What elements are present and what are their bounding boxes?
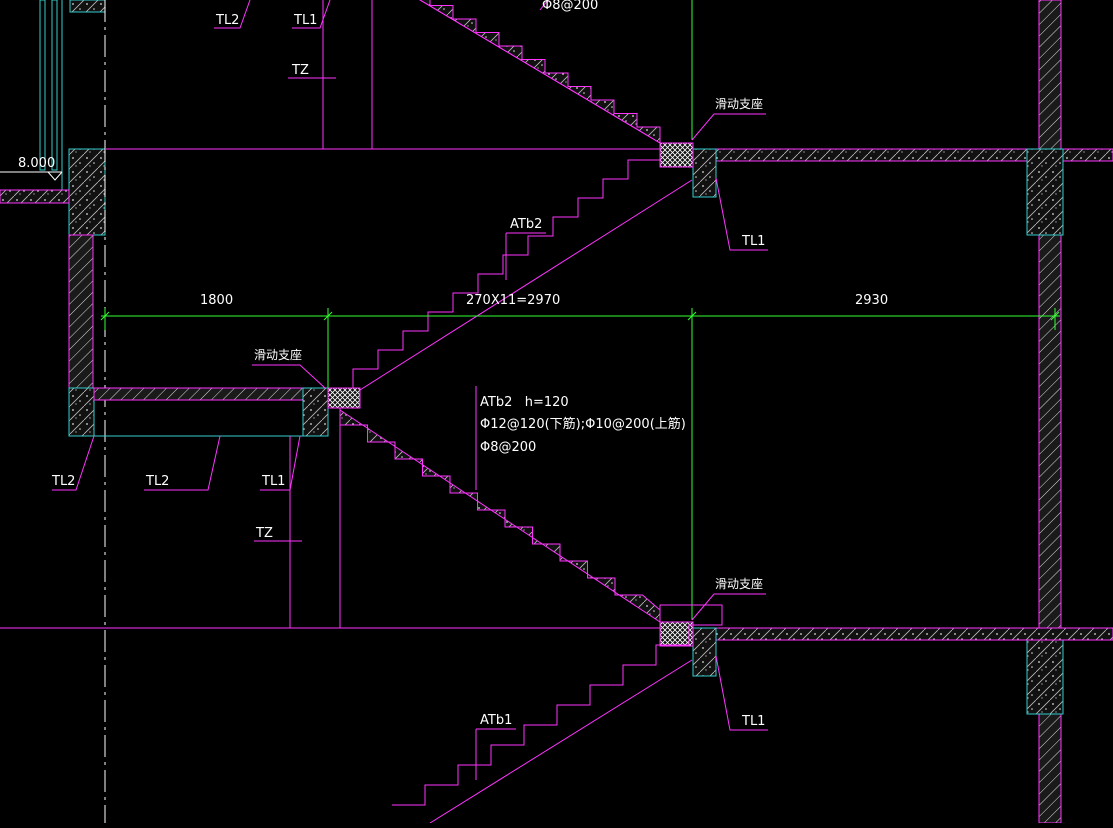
elevation-mark: 8.000 bbox=[0, 156, 70, 204]
bottom-ascending-flight bbox=[392, 604, 723, 824]
lower-floor bbox=[0, 316, 1113, 677]
label-tl1-mid: TL1 bbox=[261, 474, 285, 489]
label-atb2-spec-rebar-dist: Φ8@200 bbox=[480, 440, 536, 455]
label-rebar-top: Φ8@200 bbox=[542, 0, 598, 13]
upper-ascending-flight bbox=[328, 159, 693, 391]
dim-stair-span: 270X11=2970 bbox=[466, 293, 560, 308]
right-wall bbox=[1026, 0, 1064, 824]
lower-descending-flight bbox=[339, 408, 661, 623]
leader-lines bbox=[52, 0, 768, 780]
label-tl1-right-lower: TL1 bbox=[741, 714, 765, 729]
label-sliding-support-top: 滑动支座 bbox=[715, 96, 763, 111]
label-tl1-right-upper: TL1 bbox=[741, 234, 765, 249]
label-atb1: ATb1 bbox=[480, 713, 512, 728]
upper-floor bbox=[105, 0, 1113, 198]
label-tz-top: TZ bbox=[291, 63, 309, 78]
label-sliding-support-mid: 滑动支座 bbox=[254, 347, 302, 362]
dimension-line: 1800 270X11=2970 2930 bbox=[100, 293, 1060, 388]
mid-landing bbox=[93, 387, 361, 628]
label-tl2-top: TL2 bbox=[215, 13, 239, 28]
annotations: TL2 TL1 TZ Φ8@200 滑动支座 TL1 ATb2 滑动支座 TL2… bbox=[51, 0, 765, 729]
left-wall bbox=[39, 0, 106, 823]
label-tl2-left: TL2 bbox=[51, 474, 75, 489]
elevation-label: 8.000 bbox=[18, 156, 55, 171]
label-atb2-spec-title: ATb2 h=120 bbox=[480, 395, 569, 410]
dim-right-span: 2930 bbox=[855, 293, 888, 308]
label-tl2-bottom: TL2 bbox=[145, 474, 169, 489]
label-sliding-support-bottom: 滑动支座 bbox=[715, 576, 763, 591]
label-atb2-upper: ATb2 bbox=[510, 217, 542, 232]
label-tl1-top: TL1 bbox=[293, 13, 317, 28]
top-stair-flight bbox=[322, 0, 661, 149]
dim-left-span: 1800 bbox=[200, 293, 233, 308]
label-atb2-spec-rebar-main: Φ12@120(下筋);Φ10@200(上筋) bbox=[480, 416, 686, 432]
label-tz-mid: TZ bbox=[255, 526, 273, 541]
